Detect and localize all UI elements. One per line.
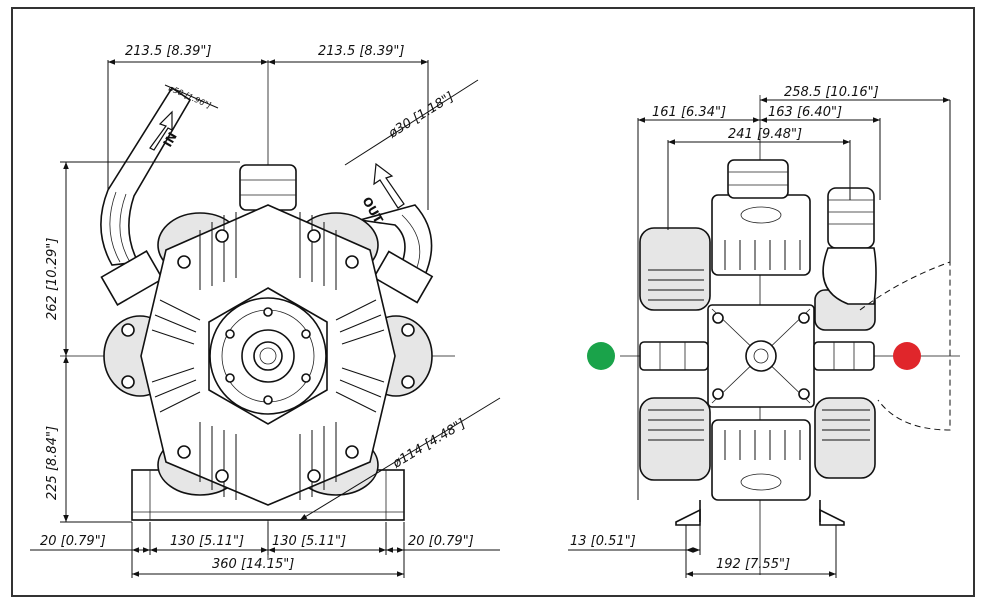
bolts [121,229,415,483]
red-marker-dot [893,342,921,370]
dim-front-width-right: 213.5 [8.39"] [318,44,404,59]
dim-foot-offset-right: 20 [0.79"] [408,534,474,549]
green-marker-dot [587,342,615,370]
dim-foot-span-left: 130 [5.11"] [170,534,244,549]
dim-side-base: 192 [7.55"] [716,557,790,572]
dim-front-width-left: 213.5 [8.39"] [125,44,211,59]
inlet-arrow-icon [149,110,173,151]
inlet-label: IN [160,130,179,150]
dim-height-upper: 262 [10.29"] [45,238,60,320]
dim-overall-base: 360 [14.15"] [212,557,294,572]
front-view: 213.5 [8.39"] 213.5 [8.39"] ø50 [1.96"] … [30,44,501,578]
dim-shaft-diameter: ø114 [4.48"] [389,416,468,472]
dim-height-lower: 225 [8.84"] [45,426,60,500]
dim-side-body: 241 [9.48"] [728,127,802,142]
dim-side-left: 161 [6.34"] [652,105,726,120]
outlet-arrow-icon [373,162,405,209]
dim-outlet-diameter: ø30 [1.18"] [385,90,456,142]
dim-foot-offset-left: 20 [0.79"] [40,534,106,549]
drawing-frame [11,7,975,597]
dim-foot-span-right: 130 [5.11"] [272,534,346,549]
side-view: 258.5 [10.16"] 161 [6.34"] 163 [6.40"] 2… [568,85,960,578]
dim-side-foot-thickness: 13 [0.51"] [570,534,636,549]
dim-side-right: 163 [6.40"] [768,105,842,120]
side-fins-right [822,409,870,441]
cooling-fins [151,212,385,500]
dim-side-total: 258.5 [10.16"] [784,85,879,100]
side-fins-left [648,269,704,441]
